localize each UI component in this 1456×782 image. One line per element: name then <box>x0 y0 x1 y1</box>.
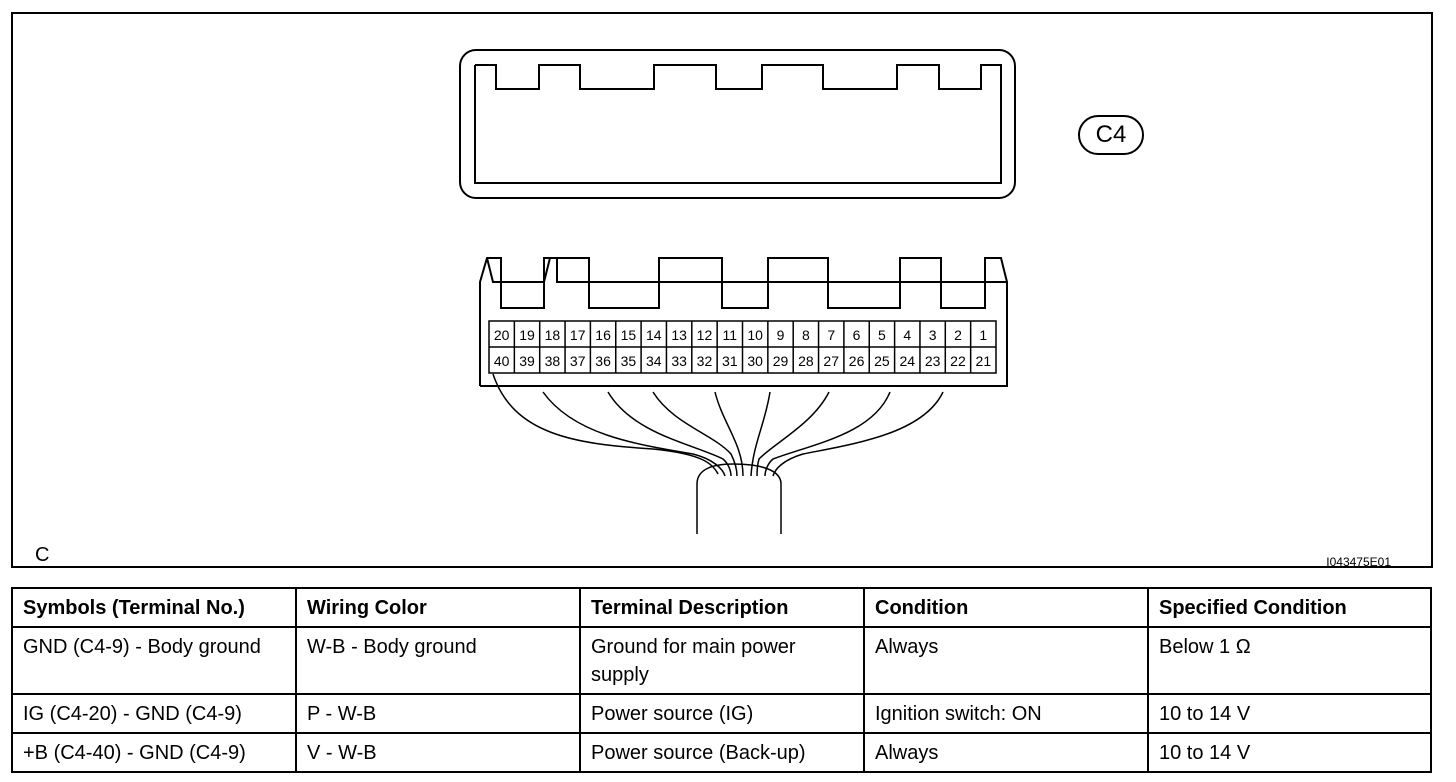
cell-terminal-description: Power source (IG) <box>579 693 865 734</box>
header-condition: Condition <box>863 587 1149 628</box>
pin-number: 18 <box>545 327 561 343</box>
pin-number: 15 <box>621 327 637 343</box>
figure-code: I043475E01 <box>1326 555 1391 569</box>
cell-wiring-color: V - W-B <box>295 732 581 773</box>
pin-number: 34 <box>646 353 662 369</box>
pin-number: 38 <box>545 353 561 369</box>
pin-number: 26 <box>849 353 865 369</box>
pin-number: 13 <box>671 327 687 343</box>
pin-number: 20 <box>494 327 510 343</box>
pin-number: 7 <box>827 327 835 343</box>
cell-symbols: GND (C4-9) - Body ground <box>11 626 297 695</box>
pin-number: 33 <box>671 353 687 369</box>
terminal-table: Symbols (Terminal No.) Wiring Color Term… <box>11 587 1432 773</box>
pin-number: 30 <box>747 353 763 369</box>
pin-grid: 2040193918381737163615351434133312321131… <box>488 320 997 374</box>
cell-specified-condition: Below 1 Ω <box>1147 626 1432 695</box>
pin-number: 19 <box>519 327 535 343</box>
pin-number: 9 <box>777 327 785 343</box>
header-symbols: Symbols (Terminal No.) <box>11 587 297 628</box>
lower-connector <box>479 257 1008 387</box>
cell-terminal-description: Ground for main power supply <box>579 626 865 695</box>
pin-number: 25 <box>874 353 890 369</box>
pin-number: 28 <box>798 353 814 369</box>
pin-number: 14 <box>646 327 662 343</box>
pin-number: 35 <box>621 353 637 369</box>
table-row: +B (C4-40) - GND (C4-9) V - W-B Power so… <box>11 732 1432 773</box>
header-specified-condition: Specified Condition <box>1147 587 1432 628</box>
header-terminal-description: Terminal Description <box>579 587 865 628</box>
pin-number: 24 <box>899 353 915 369</box>
wire-harness <box>492 373 944 534</box>
cell-terminal-description: Power source (Back-up) <box>579 732 865 773</box>
pin-number: 11 <box>723 327 738 343</box>
cell-specified-condition: 10 to 14 V <box>1147 732 1432 773</box>
pin-number: 6 <box>853 327 861 343</box>
pin-number: 21 <box>976 353 992 369</box>
pin-number: 23 <box>925 353 941 369</box>
cell-condition: Always <box>863 732 1149 773</box>
pin-number: 2 <box>954 327 962 343</box>
pin-number: 29 <box>773 353 789 369</box>
pin-number: 22 <box>950 353 966 369</box>
figure-letter: C <box>35 544 50 566</box>
cell-wiring-color: W-B - Body ground <box>295 626 581 695</box>
pin-number: 40 <box>494 353 510 369</box>
cell-condition: Always <box>863 626 1149 695</box>
pin-number: 10 <box>747 327 763 343</box>
pin-number: 5 <box>878 327 886 343</box>
pin-number: 1 <box>979 327 987 343</box>
table-row: GND (C4-9) - Body ground W-B - Body grou… <box>11 626 1432 695</box>
pin-number: 3 <box>929 327 937 343</box>
pin-number: 4 <box>903 327 911 343</box>
pin-number: 39 <box>519 353 535 369</box>
cell-symbols: IG (C4-20) - GND (C4-9) <box>11 693 297 734</box>
pin-number: 16 <box>595 327 611 343</box>
cell-wiring-color: P - W-B <box>295 693 581 734</box>
pin-number: 31 <box>722 353 738 369</box>
pin-number: 36 <box>595 353 611 369</box>
header-wiring-color: Wiring Color <box>295 587 581 628</box>
table-row: IG (C4-20) - GND (C4-9) P - W-B Power so… <box>11 693 1432 734</box>
cell-specified-condition: 10 to 14 V <box>1147 693 1432 734</box>
pin-number: 37 <box>570 353 586 369</box>
connector-drawing: 2040193918381737163615351434133312321131… <box>459 49 1016 534</box>
cell-symbols: +B (C4-40) - GND (C4-9) <box>11 732 297 773</box>
cell-condition: Ignition switch: ON <box>863 693 1149 734</box>
upper-connector <box>459 49 1016 199</box>
pin-number: 32 <box>697 353 713 369</box>
connector-id-badge: C4 <box>1078 115 1144 155</box>
pin-number: 12 <box>697 327 713 343</box>
pin-number: 8 <box>802 327 810 343</box>
table-header-row: Symbols (Terminal No.) Wiring Color Term… <box>11 587 1432 628</box>
pin-number: 27 <box>823 353 839 369</box>
pin-number: 17 <box>570 327 586 343</box>
